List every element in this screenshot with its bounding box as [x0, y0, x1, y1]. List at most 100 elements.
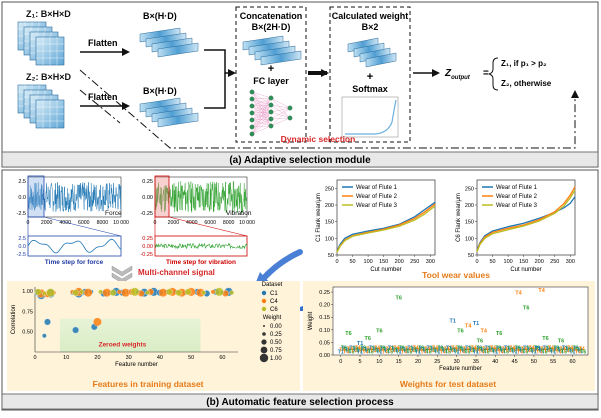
vibration-zoom-window — [154, 175, 170, 218]
cases-brace — [488, 57, 499, 91]
weight-point-label: T1 — [442, 349, 448, 355]
weight-point-label: T1 — [365, 349, 371, 355]
fc-neuron — [268, 123, 274, 129]
weight-point-label: T1 — [546, 348, 552, 354]
x-tick-label: 15 — [396, 359, 402, 365]
fc-neuron — [249, 96, 255, 102]
weight-point-label: T6 — [557, 348, 563, 354]
weight-point-label: T4 — [436, 348, 442, 354]
fc-edge — [251, 91, 272, 99]
fc-neuron — [268, 102, 274, 108]
weight-dims: B×2 — [362, 22, 379, 32]
y-tick-label: 250 — [465, 186, 474, 192]
legend-size-swatch — [262, 332, 266, 336]
y-tick-label: 250 — [325, 186, 334, 192]
force-ytick: -2.5 — [17, 211, 26, 217]
scatter-point — [44, 318, 51, 326]
weight-point-label: T6 — [468, 347, 474, 353]
x-tick-label: 60 — [569, 359, 575, 365]
z-output-label: Zoutput — [444, 68, 471, 81]
scatter-point — [109, 289, 117, 297]
force-zoom-plot: 2.5 0.0 -2.5 Time step for force — [17, 216, 122, 266]
weight-point-label: T6 — [495, 346, 501, 352]
legend-label: Wear of Flute 3 — [496, 203, 538, 209]
weight-point-label: T1 — [349, 346, 355, 352]
weight-point-label: T4 — [560, 347, 566, 353]
x-tick-label: 50 — [531, 359, 537, 365]
features-training-label: Features in training dataset — [93, 379, 204, 389]
weight-point-label: T6 — [477, 338, 483, 344]
weight-point-label: T6 — [576, 348, 582, 354]
weight-point-label: T6 — [580, 350, 586, 356]
x-axis-label: Cut number — [370, 267, 401, 273]
weight-point-label: T6 — [464, 350, 470, 356]
vib-ytick: 0.25 — [142, 179, 153, 185]
weight-point-label: T4 — [359, 348, 365, 354]
weight-point-label: T4 — [397, 348, 403, 354]
case-2: Z₂, otherwise — [501, 79, 552, 88]
y-axis-label: Weight — [308, 311, 314, 330]
fc-edge — [251, 97, 272, 121]
weight-point-label: T6 — [480, 348, 486, 354]
x-tick-label: 20 — [94, 355, 100, 361]
flattened-slice — [365, 52, 397, 68]
weight-point-label: T6 — [476, 346, 482, 352]
x-tick-label: 50 — [489, 259, 495, 265]
weight-point-label: T6 — [530, 349, 536, 355]
weight-point-label: T6 — [437, 346, 443, 352]
weight-point-label: T6 — [534, 346, 540, 352]
weight-point-label: T1 — [473, 350, 479, 356]
weight-point-label: T6 — [395, 296, 401, 302]
scatter-point — [93, 317, 102, 327]
weight-point-label: T6 — [434, 349, 440, 355]
weight-point-label: T1 — [496, 347, 502, 353]
weight-point-label: T4 — [490, 346, 496, 352]
weight-point-label: T6 — [410, 347, 416, 353]
weights-test-label: Weights for test dataset — [400, 379, 496, 389]
weight-point-label: T4 — [525, 349, 531, 355]
weight-point-label: T1 — [423, 349, 429, 355]
weight-point-label: T6 — [523, 306, 529, 312]
scatter-point — [79, 289, 85, 295]
weight-point-label: T4 — [455, 348, 461, 354]
weight-point-label: T1 — [465, 346, 471, 352]
tool-wear-label: Tool wear values — [422, 270, 490, 280]
force-zoom-window — [27, 175, 45, 218]
weight-point-label: T1 — [338, 350, 344, 356]
weight-point-label: T1 — [407, 346, 413, 352]
x-tick-label: 35 — [473, 359, 479, 365]
x-tick-label: 60 — [219, 355, 225, 361]
x-tick-label: 0 — [335, 259, 338, 265]
scatter-point — [46, 288, 55, 298]
weight-point-label: T1 — [531, 350, 537, 356]
x-tick-label: 5 — [359, 359, 362, 365]
weight-point-label: T1 — [477, 347, 483, 353]
weight-point-label: T4 — [355, 346, 361, 352]
plot-area — [332, 286, 589, 356]
z2-label: Z₂: B×H×D — [26, 72, 72, 82]
softmax-label: Softmax — [352, 84, 388, 94]
fc-edge — [251, 111, 272, 135]
merge-arrow-bottom — [204, 73, 226, 109]
scatter-point — [72, 326, 79, 334]
bhd-label-bottom: B×(H·D) — [143, 86, 177, 96]
weight-point-label: T6 — [345, 348, 351, 354]
weight-point-label: T1 — [388, 346, 394, 352]
weight-point-label: T4 — [532, 348, 538, 354]
x-tick-label: 0 — [33, 355, 36, 361]
legend-swatch — [261, 306, 267, 312]
force-ytick: 2.5 — [18, 179, 26, 185]
legend-label: Wear of Flute 2 — [496, 194, 538, 200]
fc-network-diagram — [249, 89, 293, 137]
y-tick-label: 200 — [325, 203, 334, 209]
x-tick-label: 8000 — [223, 220, 235, 226]
weight-point-label: T4 — [475, 348, 481, 354]
y-tick-label: 0.15 — [319, 315, 330, 321]
flattened-slice — [157, 112, 199, 128]
weight-point-label: T6 — [507, 347, 513, 353]
wear-series-line — [476, 186, 576, 252]
legend-label: C1 — [270, 291, 278, 297]
